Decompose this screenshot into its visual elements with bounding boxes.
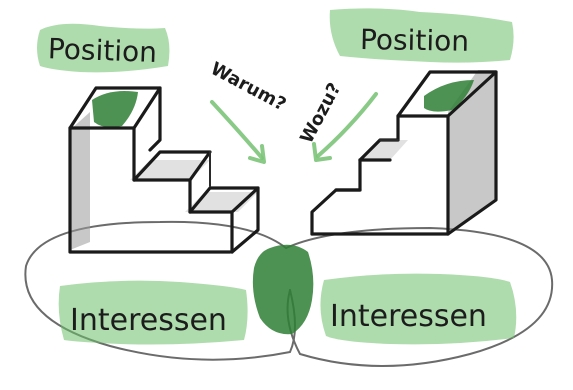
what-for-arrow bbox=[316, 92, 378, 158]
why-arrow bbox=[210, 100, 264, 160]
interest-loop-left bbox=[24, 220, 296, 361]
right-top-step-green bbox=[424, 80, 474, 112]
left-interest-label: Interessen bbox=[70, 303, 227, 338]
what-for-arrow-head-icon bbox=[312, 142, 332, 162]
central-interest-blob bbox=[252, 244, 314, 335]
right-interest-highlight bbox=[320, 273, 517, 345]
left-interest-highlight bbox=[58, 280, 248, 345]
right-interest-label: Interessen bbox=[330, 299, 487, 334]
left-staircase bbox=[68, 86, 260, 254]
left-top-step-green bbox=[92, 91, 138, 128]
right-position-highlight bbox=[329, 8, 514, 63]
right-staircase bbox=[310, 70, 498, 236]
interest-loop-right bbox=[285, 226, 554, 367]
left-position-label: Position bbox=[47, 32, 157, 69]
left-position-highlight bbox=[37, 23, 170, 73]
why-arrow-head-icon bbox=[248, 144, 266, 164]
why-question: Warum? bbox=[207, 58, 289, 115]
right-position-label: Position bbox=[360, 23, 470, 58]
